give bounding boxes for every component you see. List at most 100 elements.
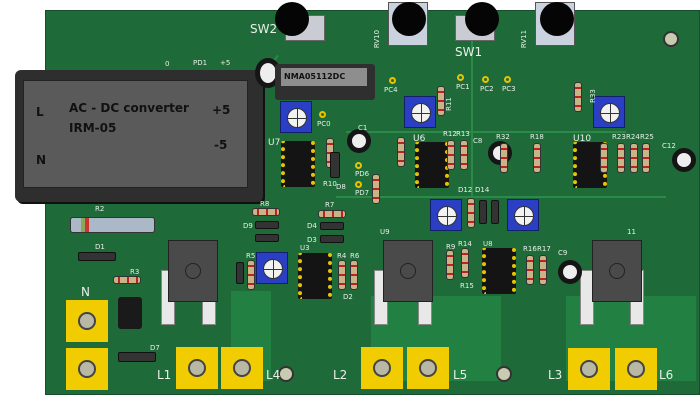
label-r7: R7 (325, 201, 335, 209)
diode-d14 (491, 200, 499, 224)
label-zero: 0 (165, 60, 170, 68)
label-d3: D3 (307, 236, 317, 244)
testpoint-pc1 (457, 74, 464, 81)
regulator-u1 (168, 240, 218, 302)
terminal-l6-pad[interactable] (615, 348, 657, 390)
ic-u3 (298, 253, 332, 299)
terminal-l1-pad[interactable] (176, 347, 218, 389)
label-l4: L4 (266, 368, 281, 382)
resistor-r8 (252, 208, 280, 216)
regulator-u9 (383, 240, 433, 302)
output-negative-label: -5 (214, 138, 228, 152)
label-d1: D1 (95, 243, 105, 251)
label-pd7: PD7 (355, 189, 370, 197)
regulator-u11 (592, 240, 642, 302)
trimmer-pot[interactable] (593, 96, 625, 128)
capacitor-c12 (672, 148, 696, 172)
trimmer-pot[interactable] (404, 96, 436, 128)
resistor (467, 198, 475, 228)
optocoupler (118, 297, 142, 329)
label-r15: R15 (460, 282, 474, 290)
resistor-r7 (318, 210, 346, 218)
resistor-r11 (437, 86, 445, 116)
label-u9: U9 (380, 228, 390, 236)
resistor-r23 (617, 143, 625, 173)
capacitor-c9 (558, 260, 582, 284)
label-d8: D8 (336, 183, 346, 191)
terminal-l4-pad[interactable] (221, 347, 263, 389)
resistor-r24 (630, 143, 638, 173)
ic-u7 (281, 141, 315, 187)
terminal-n-pad[interactable] (66, 300, 108, 342)
label-pc4: PC4 (384, 86, 398, 94)
label-r8: R8 (260, 200, 270, 208)
resistor-r13 (460, 140, 468, 170)
label-l3: L3 (548, 368, 563, 382)
resistor-r23 (600, 143, 608, 173)
pot-knob-icon[interactable] (540, 2, 574, 36)
diode (255, 234, 279, 242)
label-r25: R25 (640, 133, 654, 141)
label-r18: R18 (530, 133, 544, 141)
resistor (397, 137, 405, 167)
terminal-l3-pad[interactable] (568, 348, 610, 390)
output-positive-label: +5 (212, 103, 231, 117)
diode-d4 (320, 222, 344, 230)
label-r6: R6 (350, 252, 360, 260)
label-r13: R13 (456, 130, 470, 138)
label-r16: R16 (523, 245, 537, 253)
label-r10: R10 (323, 180, 337, 188)
diode-d9 (255, 221, 279, 229)
label-u6: U6 (413, 134, 426, 144)
trace (471, 41, 473, 211)
trimmer-pot[interactable] (430, 199, 462, 231)
label-r12: R12 (443, 130, 457, 138)
label-c1: C1 (358, 124, 368, 132)
converter-model: IRM-05 (69, 121, 117, 135)
trimmer-pot[interactable] (507, 199, 539, 231)
resistor-r14 (461, 248, 469, 278)
label-pc0: PC0 (317, 120, 331, 128)
switch-knob-icon[interactable] (275, 2, 309, 36)
resistor-r6 (350, 260, 358, 290)
label-u3: U3 (300, 244, 310, 252)
label-d7: D7 (150, 344, 160, 352)
label-sw1: SW1 (455, 45, 483, 59)
label-r32: R32 (496, 133, 510, 141)
label-r5: R5 (246, 252, 256, 260)
label-l1: L1 (157, 368, 172, 382)
label-r24: R24 (626, 133, 640, 141)
testpoint-pd7 (355, 181, 362, 188)
label-r14: R14 (458, 240, 472, 248)
pin-n-label: N (36, 153, 47, 167)
label-sw2: SW2 (250, 22, 278, 36)
resistor-r33 (574, 82, 582, 112)
terminal-l2-pad[interactable] (361, 347, 403, 389)
diode (236, 262, 244, 284)
label-r4: R4 (337, 252, 347, 260)
switch-knob-icon[interactable] (465, 2, 499, 36)
label-plus5: +5 (220, 59, 231, 67)
resistor (372, 174, 380, 204)
diode-d1 (78, 252, 116, 261)
label-u7: U7 (268, 138, 281, 148)
resistor-r32 (500, 143, 508, 173)
testpoint-pc4 (389, 77, 396, 84)
trimmer-pot[interactable] (256, 252, 288, 284)
trimmer-pot[interactable] (280, 101, 312, 133)
mounting-hole (496, 366, 512, 382)
terminal-l5-pad[interactable] (407, 347, 449, 389)
label-r2: R2 (95, 205, 105, 213)
resistor-r9 (446, 250, 454, 280)
terminal-n2-pad[interactable] (66, 348, 108, 390)
label-d2: D2 (343, 293, 353, 301)
resistor-r16 (526, 255, 534, 285)
label-r11: R11 (444, 97, 453, 111)
pot-knob-icon[interactable] (392, 2, 426, 36)
label-l5: L5 (453, 368, 468, 382)
resistor-r2 (70, 217, 155, 233)
label-c8: C8 (473, 137, 483, 145)
converter-title: AC - DC converter (69, 101, 189, 115)
ic-u8 (482, 248, 516, 294)
label-d12: D12 (458, 186, 473, 194)
